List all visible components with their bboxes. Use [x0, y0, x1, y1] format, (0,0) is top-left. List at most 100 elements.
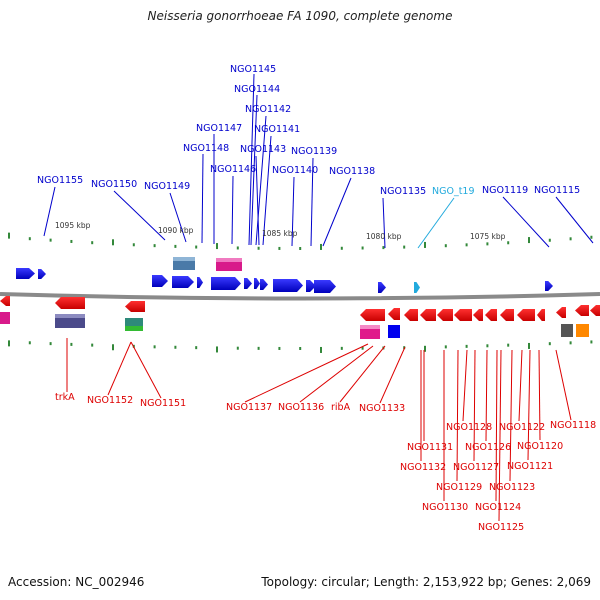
gene-label-ngo1127[interactable]: NGO1127: [453, 462, 499, 473]
ruler-tick: [548, 342, 551, 346]
gene-arrow[interactable]: [314, 280, 336, 293]
gene-arrow[interactable]: [388, 308, 400, 320]
gene-arrow[interactable]: [556, 307, 566, 318]
leader-line: [555, 196, 594, 244]
gene-arrow[interactable]: [545, 281, 553, 291]
leader-line: [255, 115, 267, 246]
gene-arrow[interactable]: [500, 309, 514, 321]
gene-label-ngo1115[interactable]: NGO1115: [534, 185, 580, 196]
gene-label-ngo1142[interactable]: NGO1142: [245, 104, 291, 115]
feature-box: [125, 318, 143, 326]
ruler-tick: [278, 346, 281, 350]
gene-label-ngo1118[interactable]: NGO1118: [550, 420, 596, 431]
gene-label-ngo1139[interactable]: NGO1139: [291, 146, 337, 157]
gene-arrow[interactable]: [273, 279, 303, 292]
gene-arrow[interactable]: [485, 309, 497, 321]
leader-line: [502, 196, 550, 248]
ruler-label-1080: 1080 kbp: [366, 232, 402, 241]
gene-arrow[interactable]: [378, 282, 386, 293]
gene-label-ngo1155[interactable]: NGO1155: [37, 175, 83, 186]
gene-arrow[interactable]: [454, 309, 472, 321]
ruler-tick: [590, 235, 593, 239]
gene-label-riba[interactable]: ribA: [331, 402, 351, 413]
gene-label-ngo1151[interactable]: NGO1151: [140, 398, 186, 409]
gene-label-ngo1130[interactable]: NGO1130: [422, 502, 468, 513]
gene-label-ngo1123[interactable]: NGO1123: [489, 482, 535, 493]
gene-label-ngo1129[interactable]: NGO1129: [436, 482, 482, 493]
leader-line: [417, 197, 455, 249]
ruler-tick: [112, 239, 114, 246]
leader-line: [231, 175, 234, 245]
gene-arrow[interactable]: [420, 309, 436, 321]
gene-label-ngo1137[interactable]: NGO1137: [226, 402, 272, 413]
gene-label-ngo1133[interactable]: NGO1133: [359, 403, 405, 414]
gene-arrow[interactable]: [414, 282, 420, 293]
gene-label-ngo-t19[interactable]: NGO_t19: [432, 186, 475, 197]
gene-arrow[interactable]: [360, 309, 385, 321]
gene-label-ngo1152[interactable]: NGO1152: [87, 395, 133, 406]
gene-arrow[interactable]: [244, 278, 252, 289]
gene-label-ngo1121[interactable]: NGO1121: [507, 461, 553, 472]
gene-label-ngo1149[interactable]: NGO1149: [144, 181, 190, 192]
gene-arrow[interactable]: [125, 301, 145, 312]
rna-features: [0, 257, 589, 339]
gene-label-ngo1128[interactable]: NGO1128: [446, 422, 492, 433]
gene-arrow[interactable]: [590, 305, 600, 316]
gene-arrow[interactable]: [537, 309, 545, 321]
leader-line: [456, 349, 459, 482]
gene-arrow[interactable]: [254, 278, 260, 289]
gene-label-ngo1146[interactable]: NGO1146: [210, 164, 256, 175]
ruler-tick: [216, 243, 218, 250]
ruler-tick: [216, 346, 218, 353]
gene-label-ngo1120[interactable]: NGO1120: [517, 441, 563, 452]
gene-label-ngo1145[interactable]: NGO1145: [230, 64, 276, 75]
gene-arrow[interactable]: [306, 280, 316, 292]
gene-label-ngo1136[interactable]: NGO1136: [278, 402, 324, 413]
leader-line: [169, 192, 187, 243]
gene-label-ngo1138[interactable]: NGO1138: [329, 166, 375, 177]
ruler-tick: [486, 344, 489, 348]
gene-label-ngo1122[interactable]: NGO1122: [499, 422, 545, 433]
ruler-tick: [507, 241, 510, 245]
gene-arrow[interactable]: [404, 309, 418, 321]
gene-arrow[interactable]: [473, 309, 483, 321]
gene-label-ngo1150[interactable]: NGO1150: [91, 179, 137, 190]
leader-line: [518, 349, 523, 422]
leader-line: [291, 176, 295, 247]
leader-line: [527, 349, 531, 461]
leader-line: [201, 153, 204, 244]
ruler-tick: [569, 237, 572, 241]
gene-arrow[interactable]: [211, 277, 241, 290]
gene-arrow[interactable]: [172, 276, 194, 288]
gene-arrow[interactable]: [517, 309, 535, 321]
gene-arrow[interactable]: [260, 279, 268, 290]
gene-arrow[interactable]: [0, 296, 10, 306]
gene-label-ngo1135[interactable]: NGO1135: [380, 186, 426, 197]
gene-arrow[interactable]: [16, 268, 35, 279]
leader-line: [244, 343, 369, 403]
ruler-tick: [8, 340, 10, 347]
leader-line: [498, 349, 502, 522]
gene-label-ngo1124[interactable]: NGO1124: [475, 502, 521, 513]
gene-label-ngo1148[interactable]: NGO1148: [183, 143, 229, 154]
gene-arrow[interactable]: [38, 269, 46, 279]
gene-arrow[interactable]: [437, 309, 453, 321]
gene-arrow[interactable]: [575, 305, 589, 316]
gene-label-ngo1125[interactable]: NGO1125: [478, 522, 524, 533]
ruler-tick: [112, 344, 114, 351]
gene-label-ngo1141[interactable]: NGO1141: [254, 124, 300, 135]
gene-arrow[interactable]: [197, 277, 203, 288]
gene-label-ngo1132[interactable]: NGO1132: [400, 462, 446, 473]
gene-label-ngo1144[interactable]: NGO1144: [234, 84, 280, 95]
gene-label-trka[interactable]: trkA: [55, 392, 75, 403]
gene-label-ngo1140[interactable]: NGO1140: [272, 165, 318, 176]
gene-label-ngo1131[interactable]: NGO1131: [407, 442, 453, 453]
gene-label-ngo1143[interactable]: NGO1143: [240, 144, 286, 155]
gene-label-ngo1126[interactable]: NGO1126: [465, 442, 511, 453]
gene-label-ngo1147[interactable]: NGO1147: [196, 123, 242, 134]
gene-arrow[interactable]: [152, 275, 168, 287]
gene-arrow[interactable]: [55, 297, 85, 309]
gene-label-ngo1119[interactable]: NGO1119: [482, 185, 528, 196]
feature-box: [561, 324, 573, 337]
feature-box: [388, 325, 400, 338]
